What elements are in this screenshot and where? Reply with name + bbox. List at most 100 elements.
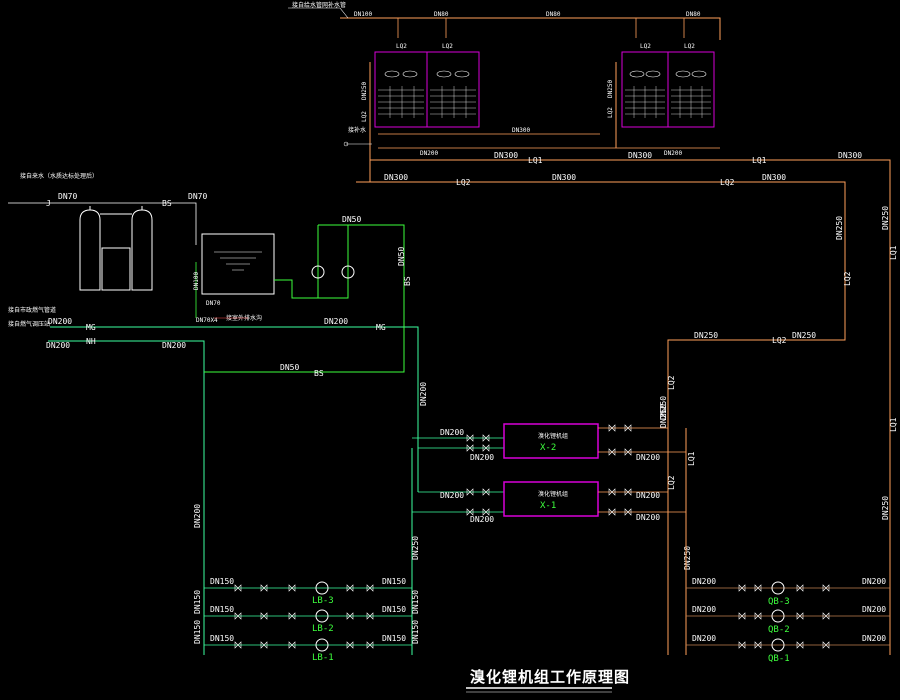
valve-icon	[822, 612, 830, 620]
dn300-lq2-b: DN300	[552, 173, 576, 182]
lq1-b: LQ1	[752, 156, 767, 165]
dn50-pump: DN50	[342, 215, 361, 224]
top-supply-note: 接自给水管网补水管	[292, 1, 346, 9]
softened-water-tank	[201, 233, 275, 295]
lb-1-label: LB-1	[312, 653, 334, 663]
cooling-tower-1	[374, 51, 428, 128]
dn200-nh-2: DN200	[162, 341, 186, 350]
dn150-lb-v3: DN150	[411, 590, 420, 614]
nh-label: NH	[86, 337, 96, 346]
dn250-right-v3: DN250	[881, 496, 890, 520]
chiller-x2-label: 溴化锂机组	[538, 432, 568, 440]
water-softeners-icon	[79, 206, 153, 291]
chiller-x2: DN200 DN200 溴化锂机组 X-2 DN200	[412, 423, 686, 462]
lq2-a: LQ2	[456, 178, 471, 187]
lq2-bot-v: LQ2	[667, 475, 676, 490]
valve-icon	[796, 641, 804, 649]
dn200-tower-1: DN200	[420, 150, 438, 157]
qb-3-label: QB-3	[768, 597, 790, 607]
mg-line	[50, 326, 419, 492]
chiller-x1-box[interactable]	[503, 481, 599, 517]
lb-pump-bank: DN150 DN150 DN150 DN150 DN150 DN150 DN15…	[193, 577, 420, 663]
lq2-b: LQ2	[720, 178, 735, 187]
valve-icon	[466, 488, 474, 496]
dn200-x2-c: DN200	[636, 453, 660, 462]
cooling-tower-4	[667, 51, 715, 128]
bs-pump-v: BS	[403, 276, 412, 286]
valve-icon	[288, 641, 296, 649]
tank-level-icon	[214, 251, 262, 271]
makeup-pump-1-icon	[311, 265, 325, 279]
makeup-pump-discharge	[318, 224, 405, 320]
chiller-x1-tag: X-1	[540, 501, 556, 511]
dn80-top-1: DN80	[434, 11, 449, 18]
valve-icon	[346, 641, 354, 649]
valve-icon	[754, 641, 762, 649]
dn100-overflow: DN100	[193, 272, 200, 290]
dn200-x1-b: DN200	[470, 515, 494, 524]
dn80-top-2: DN80	[546, 11, 561, 18]
valve-icon	[482, 488, 490, 496]
dn200-mg-2: DN200	[324, 317, 348, 326]
lq1-right-v1: LQ1	[889, 245, 898, 260]
dn100-top-1: DN100	[354, 11, 372, 18]
gas-supply-section: 接自来水（水质达标处理后） DN70 J BS DN70 DN100 DN70 …	[8, 172, 412, 324]
qb-1-pump-icon[interactable]	[771, 638, 785, 652]
dn70x4-drain: DN70X4	[196, 317, 218, 324]
valve-icon	[466, 508, 474, 516]
chiller-x1: DN200 DN200 溴化锂机组 X-1 DN200 DN200	[412, 481, 686, 524]
lb-1-pump-icon[interactable]	[315, 638, 329, 652]
dn150-lb3-b: DN150	[382, 577, 406, 586]
dn150-lb3-a: DN150	[210, 577, 234, 586]
dn200-qb3-b: DN200	[862, 577, 886, 586]
lq1-right-v2: LQ1	[889, 417, 898, 432]
lq1-a: LQ1	[528, 156, 543, 165]
valve-icon	[624, 424, 632, 432]
qb-2-pump-icon[interactable]	[771, 609, 785, 623]
valve-icon	[466, 434, 474, 442]
dn250-lq2-h2: DN250	[792, 331, 816, 340]
valve-icon	[366, 612, 374, 620]
lq1-main	[370, 159, 891, 655]
lq2-riser-left: LQ2	[361, 111, 368, 122]
dn70-supply-2: DN70	[188, 192, 207, 201]
valve-icon	[754, 612, 762, 620]
dn250-mid-v: DN250	[411, 536, 420, 560]
lq2-right-v: LQ2	[843, 271, 852, 286]
lq2-left-v: LQ2	[667, 375, 676, 390]
valve-icon	[608, 424, 616, 432]
valve-icon	[822, 641, 830, 649]
lq1-bot-v: LQ1	[687, 451, 696, 466]
chiller-x2-box[interactable]	[503, 423, 599, 459]
dn150-lb-v1: DN150	[193, 590, 202, 614]
lb-3-label: LB-3	[312, 596, 334, 606]
dn250-riser-right: DN250	[607, 80, 614, 98]
valve-icon	[234, 641, 242, 649]
lb-2-pump-icon[interactable]	[315, 609, 329, 623]
dn250-left-v: DN250	[659, 396, 668, 420]
dn250-x2-side: DN250	[659, 404, 668, 428]
valve-icon	[482, 434, 490, 442]
dn300-lq2-a: DN300	[384, 173, 408, 182]
valve-icon	[608, 448, 616, 456]
valve-icon	[234, 584, 242, 592]
makeup-note: 接补水	[348, 126, 366, 134]
dn200-mg: DN200	[48, 317, 72, 326]
lb-3-pump-icon[interactable]	[315, 581, 329, 595]
valve-icon	[822, 584, 830, 592]
dn250-right-v2: DN250	[881, 206, 890, 230]
left-gas-note-1: 接自市政燃气管道	[8, 306, 56, 314]
gas-mains: 接自市政燃气管道 接自燃气调压站 DN200 MG DN200 MG DN200…	[8, 306, 428, 655]
lb-2-label: LB-2	[312, 624, 334, 634]
tower-fan-icons	[384, 70, 707, 78]
makeup-water-line-top	[340, 17, 721, 40]
qb-3-pump-icon[interactable]	[771, 581, 785, 595]
valve-icon	[624, 488, 632, 496]
dn300-lq2-c: DN300	[762, 173, 786, 182]
lq2-tower-3: LQ2	[640, 43, 651, 50]
dn200-mid-v: DN200	[419, 382, 428, 406]
valve-symbols	[234, 424, 830, 649]
valve-icon	[738, 584, 746, 592]
dn300-tower-1: DN300	[512, 127, 530, 134]
valve-icon	[738, 612, 746, 620]
